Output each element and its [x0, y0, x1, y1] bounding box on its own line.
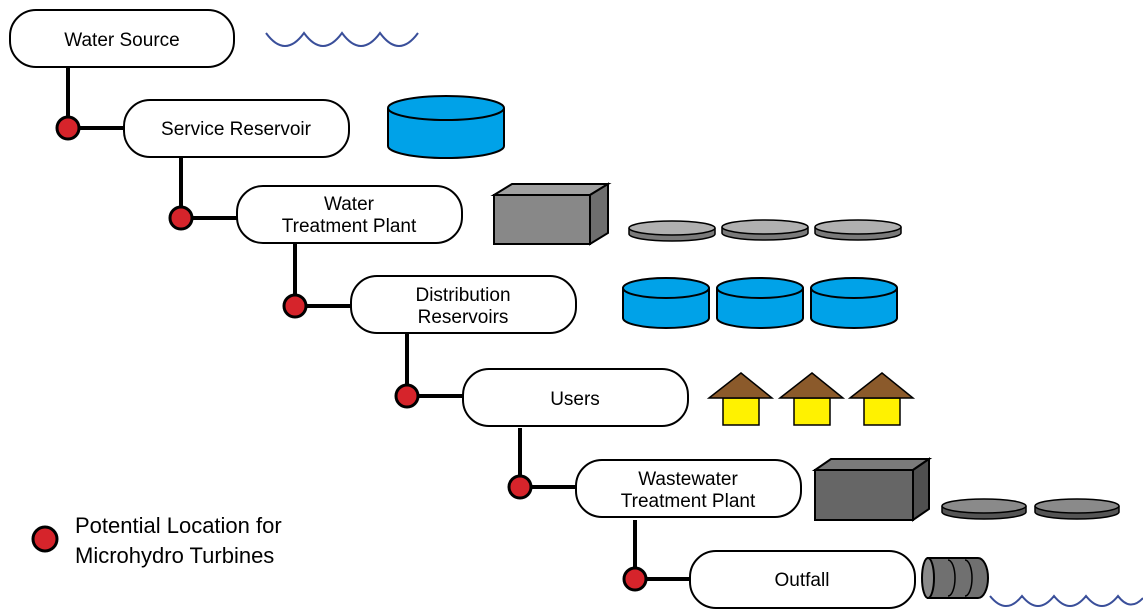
legend-label-line-1: Potential Location for — [75, 513, 282, 538]
stage-distribution-reservoirs: Distribution Reservoirs — [350, 275, 577, 334]
legend-label-line-2: Microhydro Turbines — [75, 543, 274, 568]
stage-water-source: Water Source — [9, 9, 235, 68]
stage-label: Water Source — [64, 30, 179, 51]
stage-label-line-2: Treatment Plant — [621, 491, 756, 512]
house-icon — [777, 372, 846, 426]
stage-label: Users — [550, 389, 600, 410]
turbine-marker-users — [394, 383, 420, 409]
settling-tank-icon — [628, 220, 716, 242]
legend-turbine-marker — [31, 525, 59, 553]
reservoir-tank-icon — [387, 95, 505, 159]
treatment-building-icon — [490, 182, 612, 246]
house-icon — [706, 372, 775, 426]
reservoir-tank-icon — [622, 277, 710, 329]
stage-label-line-1: Wastewater — [638, 469, 738, 490]
reservoir-tank-icon — [810, 277, 898, 329]
turbine-markers — [55, 115, 648, 592]
stage-users: Users — [462, 368, 689, 427]
stage-water-treatment-plant: Water Treatment Plant — [236, 185, 463, 244]
stage-wastewater-treatment-plant: Wastewater Treatment Plant — [575, 459, 802, 518]
settling-tank-icon — [814, 219, 902, 241]
legend: Potential Location for Microhydro Turbin… — [31, 513, 282, 568]
stage-label: Outfall — [775, 570, 830, 591]
stage-label-line-2: Reservoirs — [418, 307, 509, 328]
stage-label-line-1: Distribution — [415, 285, 510, 306]
stage-service-reservoir: Service Reservoir — [123, 99, 350, 158]
turbine-marker-wastewater-treatment-plant — [507, 474, 533, 500]
stage-label: Service Reservoir — [161, 119, 312, 140]
settling-tank-icon — [1034, 498, 1120, 520]
reservoir-tank-icon — [716, 277, 804, 329]
treatment-building-icon — [811, 457, 933, 522]
connector-users — [405, 334, 463, 398]
settling-tank-icon — [941, 498, 1027, 520]
turbine-marker-service-reservoir — [55, 115, 81, 141]
stage-label-line-2: Treatment Plant — [282, 216, 417, 237]
outfall-pipe-icon — [921, 557, 989, 599]
stage-outfall: Outfall — [689, 550, 916, 609]
stage-label-line-1: Water — [324, 194, 375, 215]
settling-tank-icon — [721, 219, 809, 241]
turbine-marker-water-treatment-plant — [168, 205, 194, 231]
water-wave-icon — [265, 31, 419, 47]
house-icon — [847, 372, 916, 426]
turbine-marker-distribution-reservoirs — [282, 293, 308, 319]
water-wave-icon — [989, 594, 1143, 607]
connector-distribution-reservoirs — [293, 244, 351, 308]
turbine-marker-outfall — [622, 566, 648, 592]
